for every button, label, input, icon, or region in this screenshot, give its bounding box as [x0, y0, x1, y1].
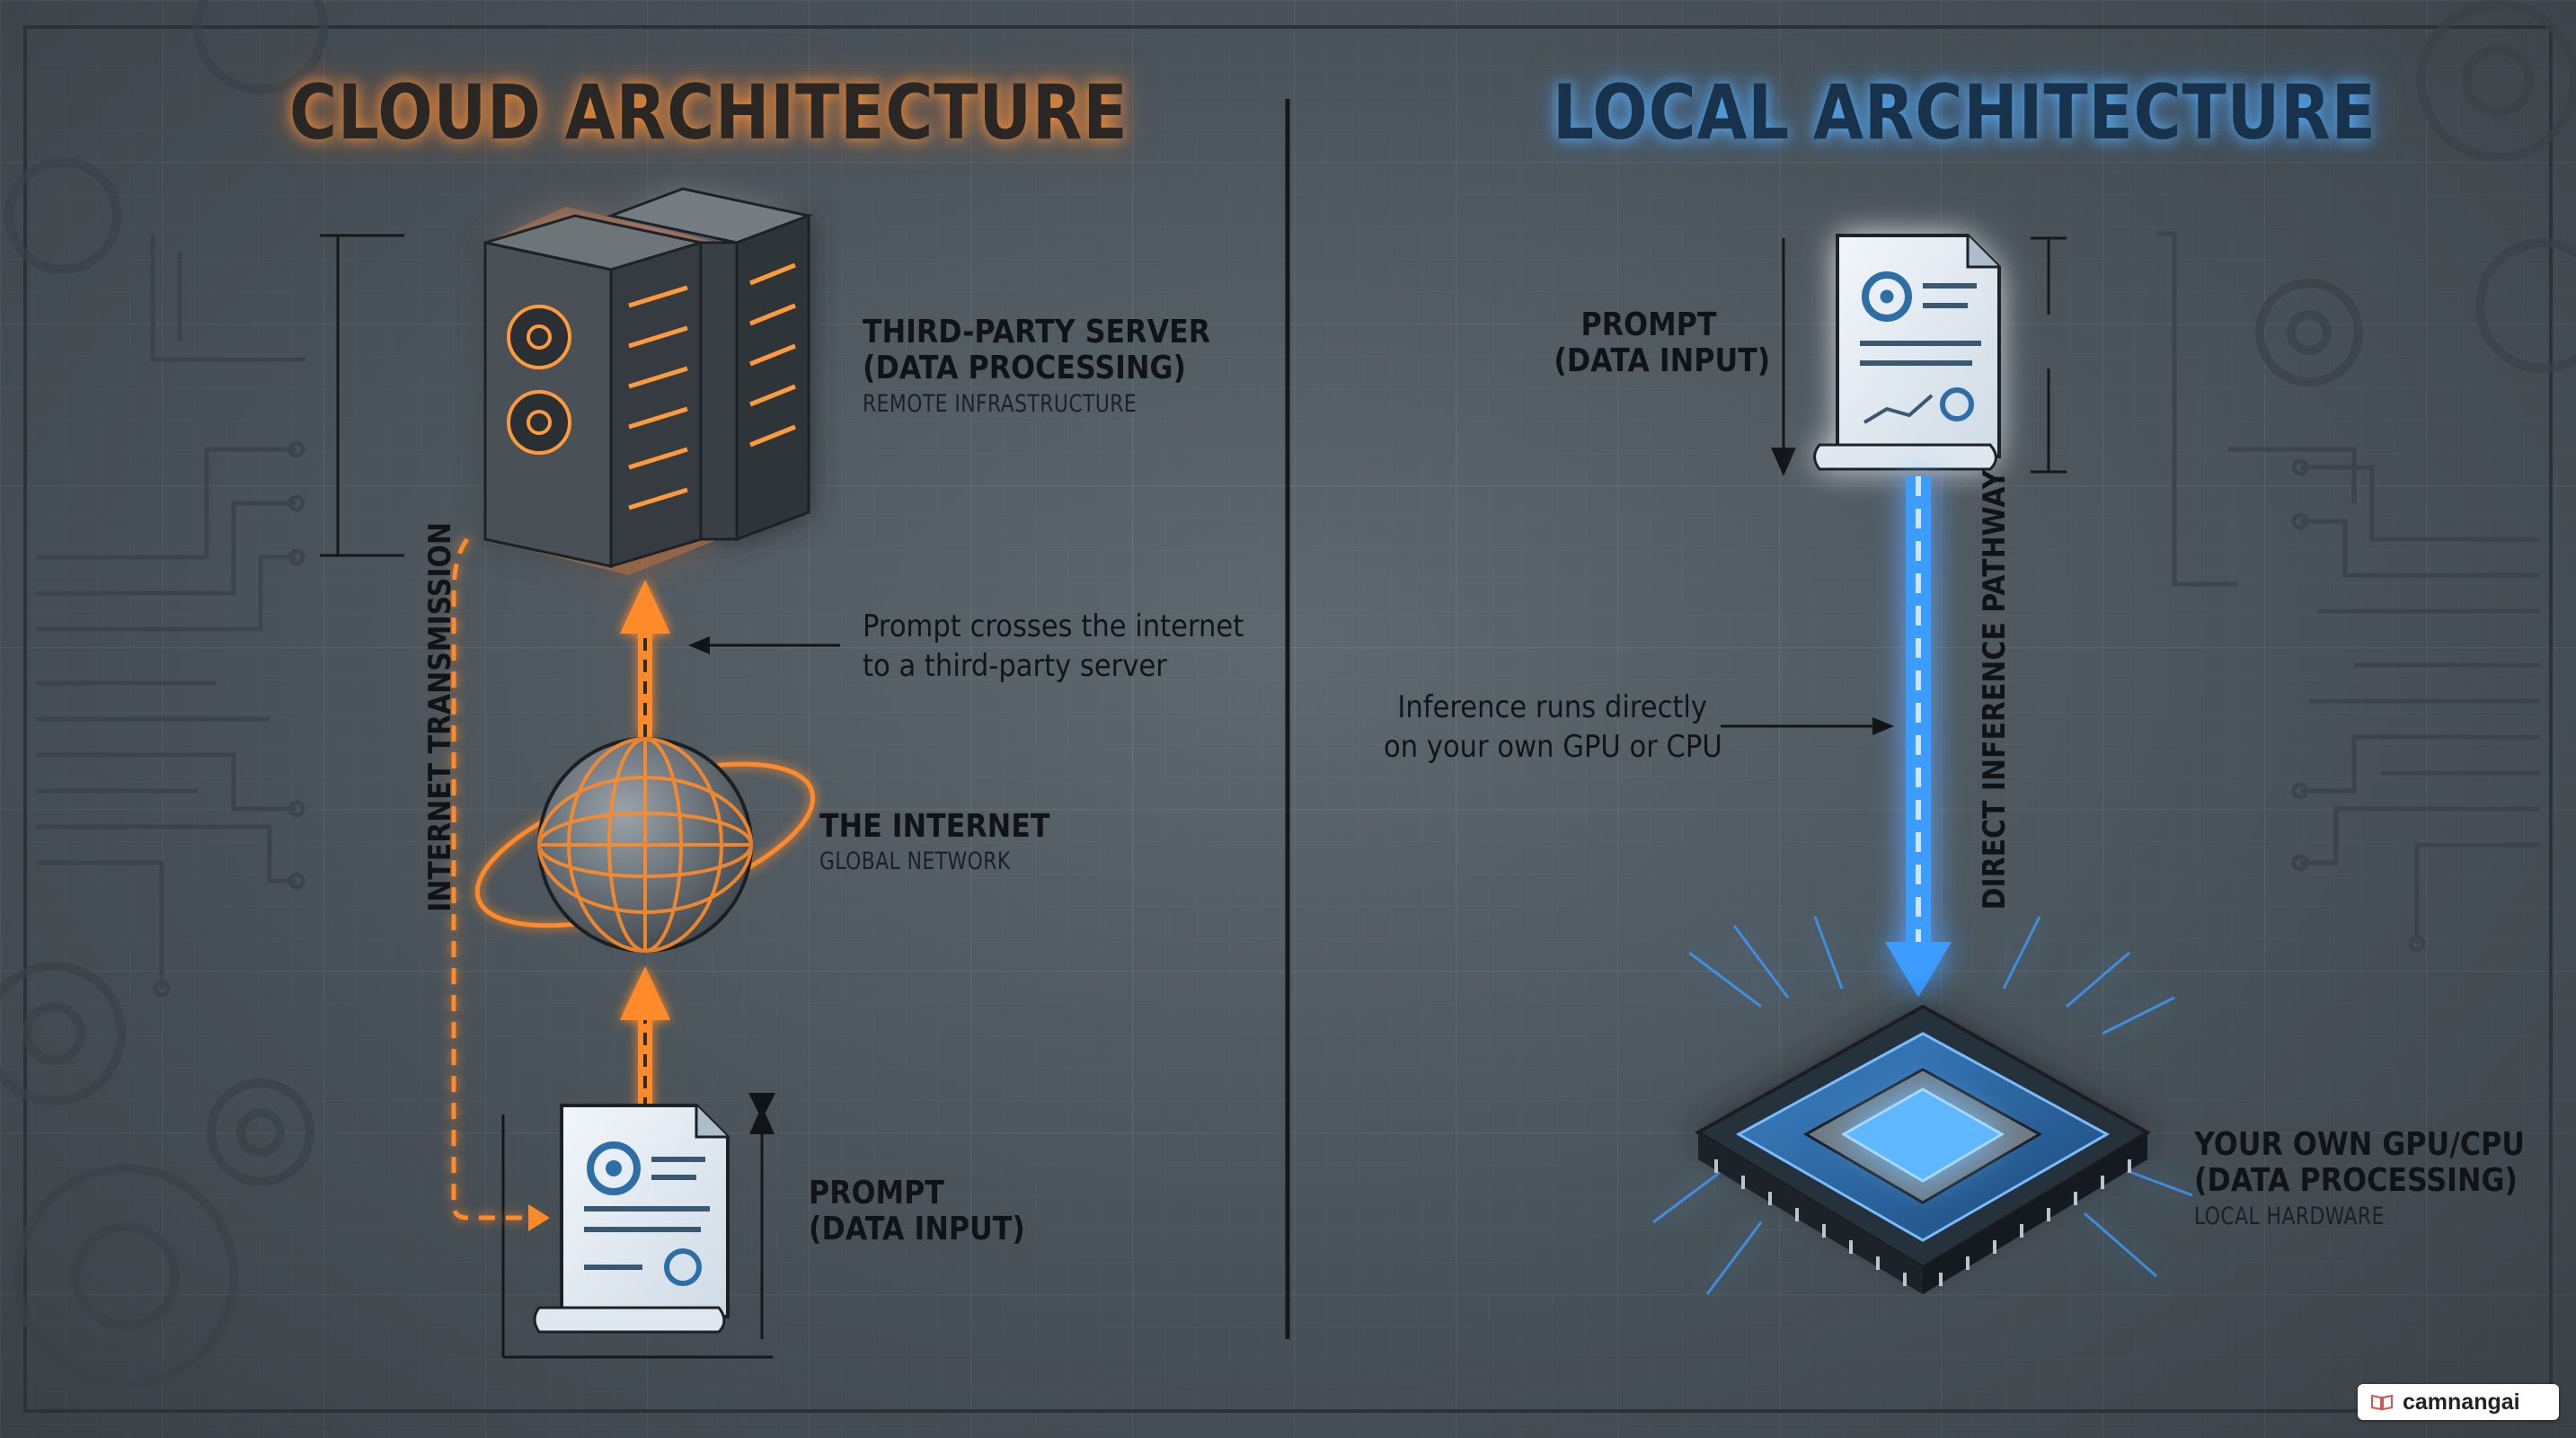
outer-frame	[23, 25, 2553, 1413]
direct-inference-pathway-label: DIRECT INFERENCE PATHWAY	[1977, 469, 2013, 910]
gear-icon	[1862, 271, 1974, 422]
globe-icon	[474, 737, 816, 953]
direct-inference-beam	[1885, 476, 1952, 998]
internet-subtitle: GLOBAL NETWORK	[819, 848, 1011, 876]
decorative-circuit-left	[36, 234, 305, 998]
server-title-line1: THIRD-PARTY SERVER	[863, 314, 1211, 351]
cloud-prompt-label: PROMPT (DATA INPUT)	[809, 1175, 1055, 1248]
decorative-circuit-right	[2156, 231, 2540, 953]
cloud-annotation-line1: Prompt crosses the internet	[863, 608, 1244, 644]
server-subtitle: REMOTE INFRASTRUCTURE	[863, 389, 1138, 418]
gear-icon	[0, 0, 328, 1389]
down-arrow-icon	[1771, 448, 1796, 476]
server-slots	[628, 262, 796, 510]
local-annotation-line2: on your own GPU or CPU	[1384, 728, 1722, 765]
gear-icon	[2255, 0, 2576, 386]
cpu-chip-icon	[1652, 916, 2193, 1295]
local-annotation-line1: Inference runs directly	[1397, 689, 1707, 725]
local-prompt-title-line2: (DATA INPUT)	[1554, 342, 1771, 380]
arrow-right-icon	[1872, 717, 1894, 735]
dimension-lines	[320, 234, 775, 1359]
up-arrow-icon	[620, 580, 670, 737]
up-arrow-icon	[620, 966, 670, 1110]
internet-label: THE INTERNET GLOBAL NETWORK	[819, 808, 1081, 876]
local-prompt-title-line1: PROMPT	[1580, 306, 1717, 343]
internet-title: THE INTERNET	[819, 808, 1050, 845]
server-label: THIRD-PARTY SERVER (DATA PROCESSING) REM…	[863, 314, 1258, 418]
transmission-path	[451, 537, 539, 1221]
hardware-subtitle: LOCAL HARDWARE	[2194, 1202, 2385, 1230]
arrow-left-icon	[688, 636, 710, 654]
local-prompt-label: PROMPT (DATA INPUT)	[1541, 306, 1771, 380]
hardware-title-line1: YOUR OWN GPU/CPU	[2194, 1126, 2526, 1163]
hardware-title-line2: (DATA PROCESSING)	[2194, 1162, 2518, 1200]
server-title-line2: (DATA PROCESSING)	[863, 350, 1186, 387]
local-architecture-heading: LOCAL ARCHITECTURE	[1553, 68, 2377, 156]
document-lines	[1860, 283, 1981, 424]
cloud-annotation-line2: to a third-party server	[863, 647, 1167, 684]
up-arrow-icon	[749, 1105, 775, 1134]
cloud-annotation: Prompt crosses the internet to a third-p…	[863, 608, 1244, 686]
hardware-label: YOUR OWN GPU/CPU (DATA PROCESSING) LOCAL…	[2194, 1126, 2570, 1230]
prompt-document-icon	[1813, 234, 2001, 471]
watermark-badge: camnangai	[2358, 1384, 2559, 1420]
cloud-prompt-title-line2: (DATA INPUT)	[809, 1211, 1025, 1248]
local-annotation: Inference runs directly on your own GPU …	[1384, 688, 1722, 767]
watermark-text: camnangai	[2403, 1389, 2520, 1415]
prompt-document-icon	[533, 1104, 730, 1334]
dimension-lines	[1782, 236, 2067, 474]
internet-transmission-label: INTERNET TRANSMISSION	[422, 521, 458, 912]
arrow-right-icon	[528, 1204, 550, 1231]
cloud-architecture-heading: CLOUD ARCHITECTURE	[289, 68, 1129, 156]
book-icon	[2371, 1394, 2393, 1411]
fan-icon	[507, 305, 571, 455]
cloud-prompt-title-line1: PROMPT	[809, 1175, 944, 1212]
